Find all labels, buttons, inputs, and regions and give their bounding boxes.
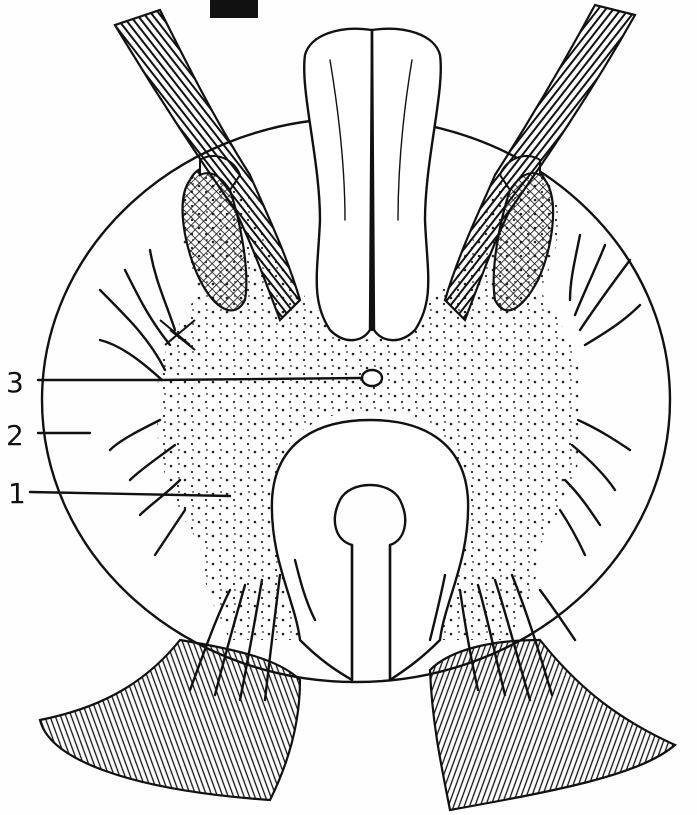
dorsal-columns — [304, 29, 441, 340]
central-canal — [362, 370, 382, 386]
ventral-root-right — [430, 640, 675, 810]
label-1: 1 — [8, 477, 26, 510]
ventral-root-left — [40, 640, 300, 800]
top-mark — [210, 0, 258, 18]
label-2: 2 — [6, 419, 24, 452]
label-3: 3 — [6, 366, 24, 399]
